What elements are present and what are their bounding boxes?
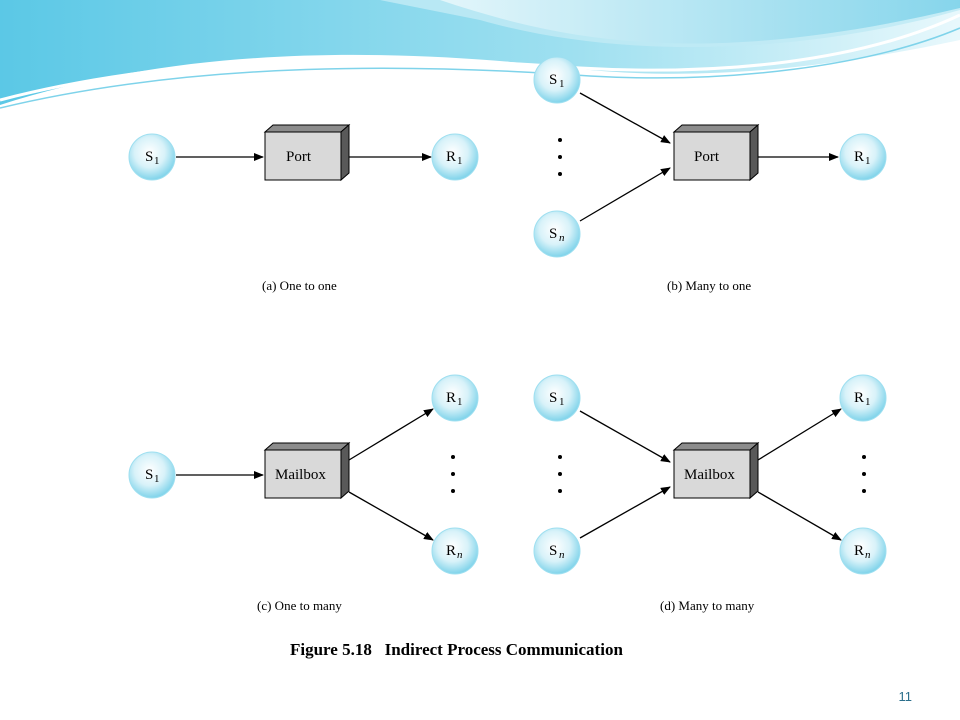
svg-text:S: S [549, 72, 557, 88]
panel-many-to-one: S 1 S n Port R 1 (b) Many to one [533, 56, 887, 293]
node-r1: R 1 [839, 374, 887, 422]
arrow-edge [757, 491, 842, 541]
svg-text:R: R [854, 390, 864, 406]
figure-title: Figure 5.18 Indirect Process Communicati… [290, 640, 623, 659]
svg-text:1: 1 [865, 396, 871, 408]
arrow-edge [579, 92, 671, 144]
panel-one-to-one: S 1 Port R 1 (a) One to one [128, 124, 479, 293]
svg-text:1: 1 [559, 78, 565, 90]
mailbox-box: Mailbox [673, 442, 759, 499]
svg-text:n: n [559, 232, 565, 244]
svg-text:R: R [446, 543, 456, 559]
node-r1: R 1 [431, 133, 479, 181]
node-rn: R n [431, 527, 479, 575]
node-sn: S n [533, 527, 581, 575]
arrow-edge [757, 408, 842, 461]
node-s1: S 1 [533, 374, 581, 422]
port-box: Port [673, 124, 759, 181]
ellipsis-dots [451, 455, 455, 493]
svg-text:S: S [145, 149, 153, 165]
svg-text:1: 1 [154, 473, 160, 485]
svg-text:1: 1 [865, 155, 871, 167]
port-box: Port [264, 124, 350, 181]
ellipsis-dots [558, 138, 562, 176]
svg-text:1: 1 [559, 396, 565, 408]
svg-text:S: S [549, 390, 557, 406]
svg-text:Mailbox: Mailbox [275, 467, 326, 483]
caption-one-to-many: (c) One to many [257, 598, 342, 613]
caption-one-to-one: (a) One to one [262, 278, 337, 293]
svg-text:R: R [854, 149, 864, 165]
svg-text:Port: Port [286, 149, 312, 165]
svg-text:R: R [446, 149, 456, 165]
svg-text:S: S [549, 226, 557, 242]
svg-text:1: 1 [457, 396, 463, 408]
svg-text:1: 1 [154, 155, 160, 167]
svg-text:1: 1 [457, 155, 463, 167]
arrow-edge [579, 167, 671, 222]
svg-text:n: n [865, 549, 871, 561]
ellipsis-dots [558, 455, 562, 493]
caption-many-to-many: (d) Many to many [660, 598, 755, 613]
svg-text:n: n [457, 549, 463, 561]
page-number: 11 [898, 689, 913, 704]
panel-many-to-many: S 1 S n Mailbox R 1 [533, 374, 887, 613]
node-s1: S 1 [128, 133, 176, 181]
node-s1: S 1 [533, 56, 581, 104]
node-s1: S 1 [128, 451, 176, 499]
svg-text:Mailbox: Mailbox [684, 467, 735, 483]
svg-text:R: R [446, 390, 456, 406]
panel-one-to-many: S 1 Mailbox R 1 R n (c) One to many [128, 374, 479, 613]
node-rn: R n [839, 527, 887, 575]
arrow-edge [348, 408, 434, 461]
mailbox-box: Mailbox [264, 442, 350, 499]
node-r1: R 1 [431, 374, 479, 422]
svg-text:S: S [549, 543, 557, 559]
arrow-edge [579, 486, 671, 539]
ellipsis-dots [862, 455, 866, 493]
svg-text:n: n [559, 549, 565, 561]
svg-text:S: S [145, 467, 153, 483]
arrow-edge [348, 491, 434, 541]
header-wave [0, 0, 960, 109]
arrow-edge [579, 410, 671, 463]
node-sn: S n [533, 210, 581, 258]
caption-many-to-one: (b) Many to one [667, 278, 751, 293]
node-r1: R 1 [839, 133, 887, 181]
svg-text:R: R [854, 543, 864, 559]
svg-text:Port: Port [694, 149, 720, 165]
